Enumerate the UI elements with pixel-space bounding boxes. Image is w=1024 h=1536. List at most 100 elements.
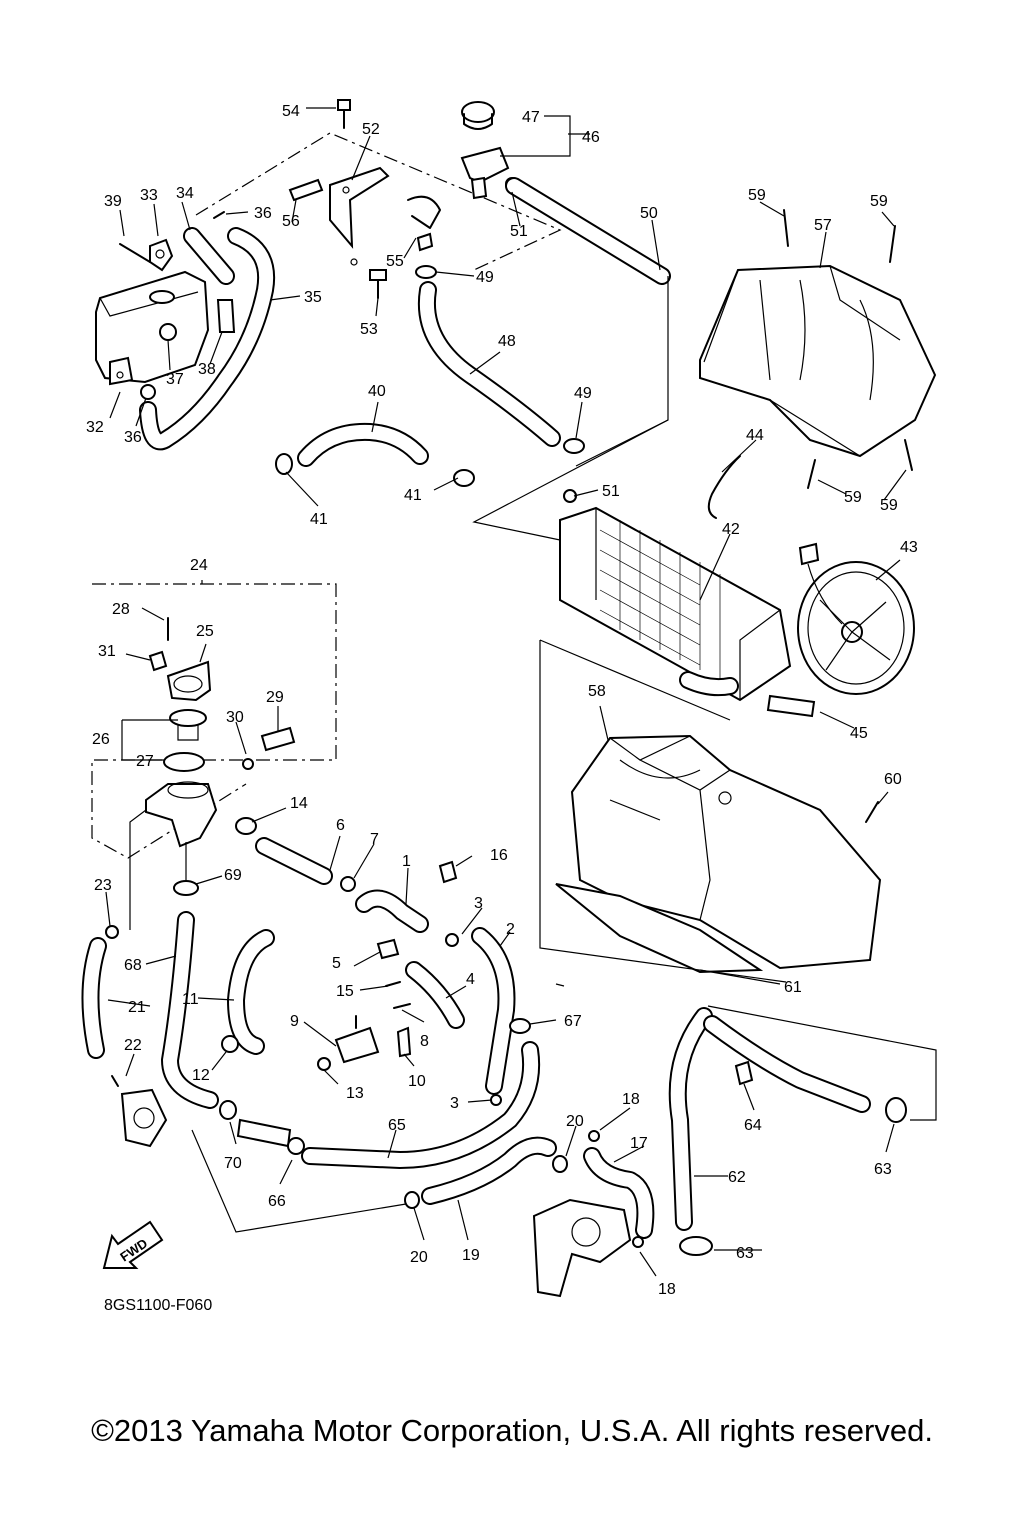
callout-70: 70 [224, 1155, 242, 1172]
callout-26: 26 [92, 731, 110, 748]
link-line-50 [472, 276, 669, 541]
callout-42: 42 [722, 521, 740, 538]
clamp-20-right [552, 1155, 568, 1173]
hose-11 [227, 929, 275, 1055]
callout-49b: 49 [574, 385, 592, 402]
clamp-41-left [275, 453, 293, 475]
callout-49a: 49 [476, 269, 494, 286]
dashed-box-52 [195, 132, 562, 271]
joint-5 [376, 938, 400, 960]
clip-64 [734, 1060, 754, 1086]
hose-68 [161, 911, 219, 1109]
sensor-16 [438, 860, 458, 884]
duct-58 [570, 734, 882, 970]
callout-12: 12 [192, 1067, 210, 1084]
callout-14: 14 [290, 795, 308, 812]
callout-28: 28 [112, 601, 130, 618]
guard-61 [555, 883, 764, 974]
callout-16: 16 [490, 847, 508, 864]
clamp-18-lower [632, 1236, 644, 1248]
callout-10: 10 [408, 1073, 426, 1090]
thermostat-26 [169, 709, 207, 741]
rivet-59-a [783, 209, 789, 247]
thermostat-case [145, 781, 218, 848]
callout-11: 11 [182, 991, 199, 1008]
callout-43: 43 [900, 539, 918, 556]
link-70 [191, 1129, 407, 1233]
callout-1: 1 [402, 853, 411, 870]
rivet-59-b [889, 225, 896, 263]
callout-31: 31 [98, 643, 116, 660]
callout-27: 27 [136, 753, 154, 770]
callout-60: 60 [884, 771, 902, 788]
fwd-arrow-icon: FWD [102, 1220, 164, 1269]
rivet-59-d [904, 439, 913, 471]
clamp-7 [340, 876, 356, 892]
callout-51a: 51 [510, 223, 528, 240]
callout-41b: 41 [404, 487, 422, 504]
clamp-3-lower [490, 1094, 502, 1106]
callout-35: 35 [304, 289, 322, 306]
reservoir-cap [149, 238, 174, 272]
radiator-cap-47 [461, 101, 495, 130]
callout-61: 61 [784, 979, 802, 996]
callout-53: 53 [360, 321, 378, 338]
hose-50 [505, 177, 671, 285]
callout-64: 64 [744, 1117, 762, 1134]
callout-32: 32 [86, 419, 104, 436]
callout-25: 25 [196, 623, 214, 640]
stay-44 [707, 455, 741, 519]
bolt-54 [337, 99, 351, 129]
bolt-22 [111, 1075, 119, 1087]
callout-45: 45 [850, 725, 868, 742]
rivet-60 [865, 801, 879, 823]
clamp-36-lower [140, 384, 156, 400]
valve-9 [334, 1015, 380, 1064]
washer-30 [242, 758, 254, 770]
callout-59c: 59 [844, 489, 862, 506]
callout-20a: 20 [566, 1113, 584, 1130]
callout-51b: 51 [602, 483, 620, 500]
clip-31 [148, 650, 168, 672]
callout-63a: 63 [874, 1161, 892, 1178]
bolt-10 [396, 1026, 412, 1058]
callout-3a: 3 [474, 895, 483, 912]
hose-65 [301, 1041, 541, 1169]
reservoir-tank [95, 270, 210, 386]
clamp-49-upper [415, 265, 437, 279]
clamp-67 [509, 1018, 531, 1034]
clamp-12 [221, 1035, 239, 1053]
bolt-53 [369, 269, 387, 299]
callout-66: 66 [268, 1193, 286, 1210]
callout-8: 8 [420, 1033, 429, 1050]
callout-62: 62 [728, 1169, 746, 1186]
callout-20b: 20 [410, 1249, 428, 1266]
water-pump [532, 1198, 632, 1298]
clamp-36-upper [213, 211, 225, 219]
callout-18a: 18 [622, 1091, 640, 1108]
pipe-66 [236, 1118, 305, 1155]
hose-2 [471, 927, 516, 1095]
clamp-18-upper [588, 1130, 600, 1142]
callout-37: 37 [166, 371, 184, 388]
callout-56: 56 [282, 213, 300, 230]
gasket-27 [163, 752, 205, 772]
callout-38: 38 [198, 361, 216, 378]
leader-lines [105, 107, 907, 1277]
callout-65: 65 [388, 1117, 406, 1134]
callout-39: 39 [104, 193, 122, 210]
callout-17: 17 [630, 1135, 648, 1152]
sensor-29 [260, 726, 296, 752]
pipe-4 [405, 961, 465, 1029]
clamp-41-right [453, 469, 475, 487]
relay-56 [288, 178, 324, 202]
clamp-70 [219, 1100, 237, 1120]
callout-23: 23 [94, 877, 112, 894]
radiator-42 [559, 506, 792, 702]
callout-68: 68 [124, 957, 142, 974]
link-23 [129, 809, 147, 930]
reservoir-bolt [119, 243, 151, 263]
callout-57: 57 [814, 217, 832, 234]
hose-21 [81, 937, 107, 1059]
